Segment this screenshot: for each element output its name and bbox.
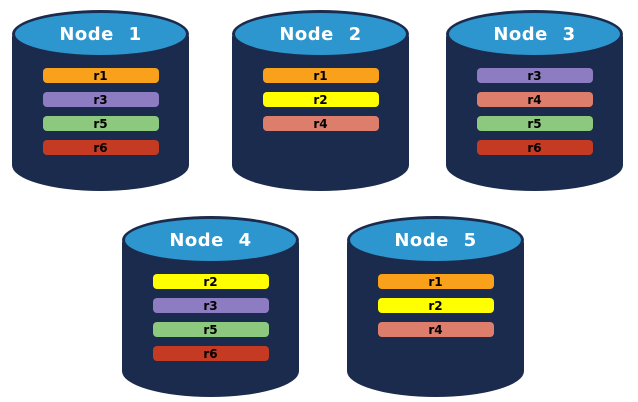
replica-label: r6 — [93, 140, 108, 155]
cylinder-top: Node 3 — [446, 10, 623, 58]
replica-bar: r3 — [152, 298, 269, 313]
replica-bar: r6 — [476, 140, 593, 155]
replica-label: r3 — [527, 68, 542, 83]
replica-bar: r2 — [152, 274, 269, 289]
replica-label: r6 — [203, 346, 218, 361]
replica-label: r6 — [527, 140, 542, 155]
replica-bar: r5 — [42, 116, 159, 131]
replica-bar: r3 — [42, 92, 159, 107]
replica-label: r2 — [313, 92, 328, 107]
db-node: Node 4 r2 r3 r5 r6 — [122, 216, 299, 397]
replica-bar: r4 — [377, 322, 494, 337]
replica-label: r3 — [93, 92, 108, 107]
replica-bar: r5 — [476, 116, 593, 131]
replica-label: r5 — [93, 116, 108, 131]
db-node: Node 5 r1 r2 r4 — [347, 216, 524, 397]
replica-bar: r4 — [476, 92, 593, 107]
replica-label: r2 — [203, 274, 218, 289]
replica-label: r3 — [203, 298, 218, 313]
replica-label: r4 — [527, 92, 542, 107]
cylinder-body — [446, 34, 623, 191]
replica-list: r1 r3 r5 r6 — [12, 68, 189, 155]
replica-list: r2 r3 r5 r6 — [122, 274, 299, 361]
replica-bar: r5 — [152, 322, 269, 337]
replica-list: r1 r2 r4 — [347, 274, 524, 337]
node-label: Node 5 — [394, 229, 477, 251]
replica-bar: r1 — [42, 68, 159, 83]
db-node: Node 2 r1 r2 r4 — [232, 10, 409, 191]
replica-list: r3 r4 r5 r6 — [446, 68, 623, 155]
node-label: Node 1 — [59, 23, 142, 45]
cylinder-body — [347, 240, 524, 397]
replica-label: r1 — [313, 68, 328, 83]
replica-bar: r1 — [262, 68, 379, 83]
replica-label: r1 — [93, 68, 108, 83]
replica-bar: r2 — [262, 92, 379, 107]
replica-bar: r6 — [152, 346, 269, 361]
cylinder-top: Node 4 — [122, 216, 299, 264]
replica-bar: r1 — [377, 274, 494, 289]
node-label: Node 2 — [279, 23, 362, 45]
db-node: Node 1 r1 r3 r5 r6 — [12, 10, 189, 191]
replica-bar: r4 — [262, 116, 379, 131]
replica-list: r1 r2 r4 — [232, 68, 409, 131]
db-node: Node 3 r3 r4 r5 r6 — [446, 10, 623, 191]
cylinder-body — [122, 240, 299, 397]
replica-label: r4 — [428, 322, 443, 337]
cylinder-body — [12, 34, 189, 191]
replica-label: r5 — [203, 322, 218, 337]
node-label: Node 3 — [493, 23, 576, 45]
replica-bar: r2 — [377, 298, 494, 313]
replica-label: r5 — [527, 116, 542, 131]
replica-bar: r3 — [476, 68, 593, 83]
replica-label: r2 — [428, 298, 443, 313]
replica-label: r1 — [428, 274, 443, 289]
cylinder-top: Node 1 — [12, 10, 189, 58]
cylinder-body — [232, 34, 409, 191]
cylinder-top: Node 5 — [347, 216, 524, 264]
cylinder-top: Node 2 — [232, 10, 409, 58]
replica-label: r4 — [313, 116, 328, 131]
node-label: Node 4 — [169, 229, 252, 251]
replica-bar: r6 — [42, 140, 159, 155]
